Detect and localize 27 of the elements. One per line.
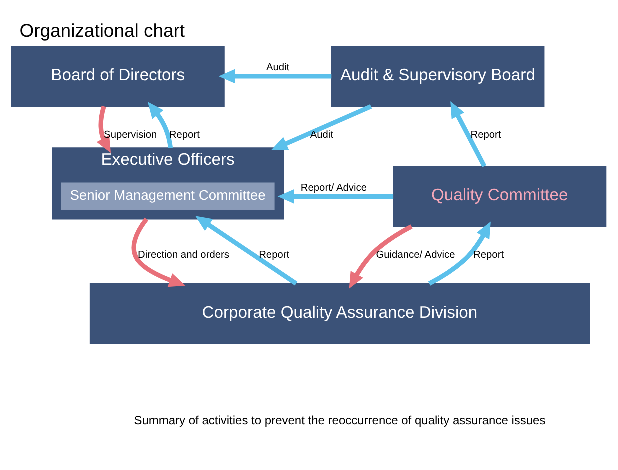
arrow <box>96 106 111 154</box>
edge-label: Direction and orders <box>138 250 230 261</box>
node-box: Senior Management Committee <box>61 182 275 210</box>
node-box: Audit & Supervisory Board <box>331 46 545 107</box>
edge-label: Report/ Advice <box>300 182 367 194</box>
diagram-title: Organizational chart <box>20 20 186 42</box>
edge-label: Report <box>470 130 502 141</box>
arrow <box>349 224 413 289</box>
node-box: Quality Committee <box>393 166 607 228</box>
edge-label: Audit <box>266 62 290 74</box>
edge-label: Report <box>474 250 504 261</box>
arrow <box>196 216 298 286</box>
arrow <box>218 69 332 84</box>
arrow <box>278 189 394 204</box>
caption: Summary of activities to prevent the reoccurrence of quality assurance issues <box>134 413 546 428</box>
edge-label: Supervision <box>104 130 158 141</box>
arrow <box>428 222 491 286</box>
edge-label: Guidance/ Advice <box>376 250 456 261</box>
edge-label: Audit <box>310 130 334 141</box>
arrow <box>148 102 174 148</box>
arrow <box>271 104 372 150</box>
arrow <box>132 218 186 288</box>
arrow <box>450 102 487 168</box>
node-box: Corporate Quality Assurance Division <box>90 284 590 345</box>
node-box: Board of Directors <box>11 46 225 107</box>
edge-label: Report <box>259 250 290 261</box>
edge-label: Report <box>169 130 200 141</box>
